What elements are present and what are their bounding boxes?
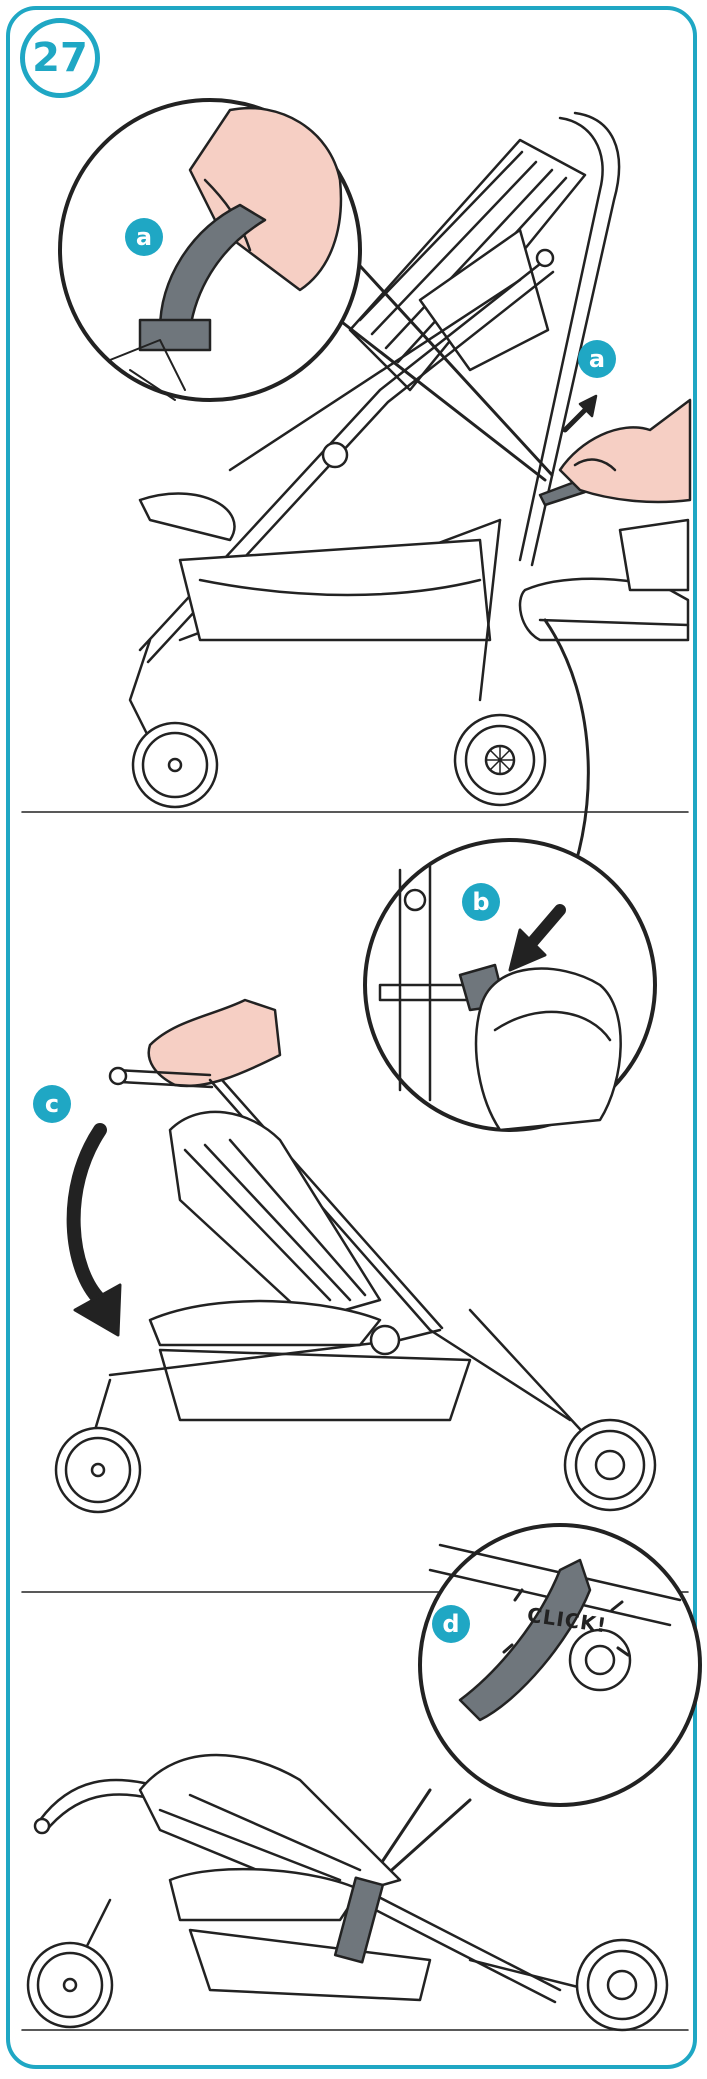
stroller-folded [21,1753,689,2032]
inset-trigger-pull [58,98,554,482]
inset-lock-click [418,1523,702,1807]
page-frame [6,6,697,2069]
stroller-upright [21,111,689,813]
label-a-inset: a [125,218,163,256]
step-number-badge: 27 [20,18,100,98]
label-b: b [462,883,500,921]
foot-pressing-pedal [518,518,690,642]
hand-pulling-trigger [558,398,692,504]
stroller-folding [54,998,657,1514]
label-c: c [33,1085,71,1123]
inset-pedal-press [363,838,657,1132]
label-d: d [432,1605,470,1643]
label-a-arrow: a [578,340,616,378]
